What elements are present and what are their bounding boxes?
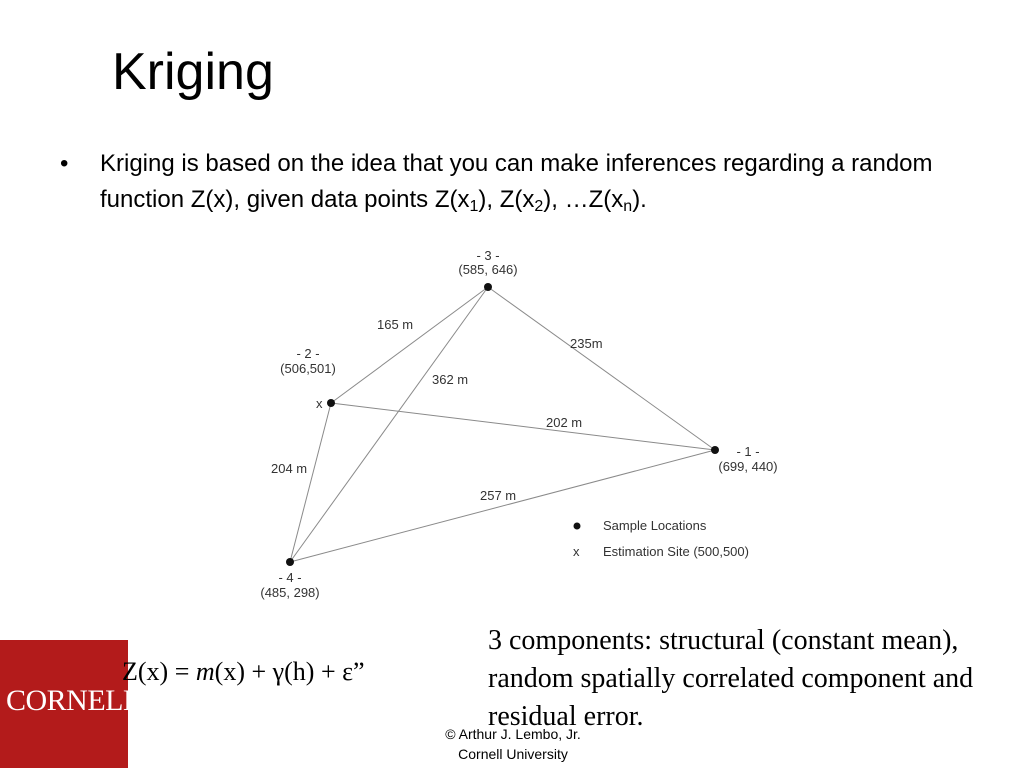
estimation-point-2 [327, 399, 335, 407]
kriging-formula: Z(x) = m(x) + γ(h) + ε” [122, 657, 365, 687]
bullet-marker: • [60, 150, 69, 177]
sample-point-3 [484, 283, 492, 291]
line-3-1 [487, 286, 716, 451]
copyright-line-1: © Arthur J. Lembo, Jr. [445, 726, 581, 742]
point-2-coords: (506,501) [280, 361, 336, 376]
bullet-text-part: Kriging is based on the idea that you ca… [100, 150, 933, 213]
distance-lines [289, 286, 716, 563]
slide-title: Kriging [112, 43, 274, 101]
bullet-text: Kriging is based on the idea that you ca… [100, 146, 960, 218]
point-2-name: - 2 - [296, 346, 319, 361]
point-1-coords: (699, 440) [718, 459, 777, 474]
estimation-marker: x [316, 396, 323, 411]
distance-label-3-1: 235m [570, 336, 603, 351]
sample-point-1 [711, 446, 719, 454]
point-4-coords: (485, 298) [260, 585, 319, 600]
subscript-n: n [623, 198, 633, 215]
subscript-1: 1 [469, 198, 479, 215]
logo-text: CORNELL [6, 684, 141, 717]
diagram-legend: Sample Locations x Estimation Site (500,… [573, 518, 749, 559]
line-2-3 [330, 286, 489, 404]
components-description: 3 components: structural (constant mean)… [488, 625, 974, 732]
legend-estimation-symbol: x [573, 544, 580, 559]
legend-sample-label: Sample Locations [603, 518, 707, 533]
point-3-name: - 3 - [476, 248, 499, 263]
distance-label-2-1: 202 m [546, 415, 582, 430]
formula-mean-symbol: m [195, 657, 215, 686]
point-3-coords: (585, 646) [458, 262, 517, 277]
line-4-1 [289, 449, 716, 563]
bullet-text-part: ), Z(x [478, 186, 535, 213]
cornell-logo: CORNELL [0, 640, 141, 768]
distance-label-2-4: 204 m [271, 461, 307, 476]
legend-estimation-label: Estimation Site (500,500) [603, 544, 749, 559]
kriging-diagram: - 3 - (585, 646) - 2 - (506,501) x - 1 -… [260, 248, 777, 600]
distance-label-3-4: 362 m [432, 372, 468, 387]
point-1-name: - 1 - [736, 444, 759, 459]
copyright-line-2: Cornell University [458, 746, 568, 762]
legend-sample-symbol [573, 522, 581, 530]
distance-label-2-3: 165 m [377, 317, 413, 332]
line-2-4 [289, 402, 332, 563]
sample-point-4 [286, 558, 294, 566]
point-4-name: - 4 - [278, 570, 301, 585]
line-3-4 [289, 286, 489, 563]
bullet-text-part: ). [632, 186, 647, 213]
subscript-2: 2 [534, 198, 544, 215]
distance-label-4-1: 257 m [480, 488, 516, 503]
bullet-text-part: ), …Z(x [543, 186, 624, 213]
formula-part: (x) + γ(h) + ε” [214, 657, 365, 686]
copyright-footer: © Arthur J. Lembo, Jr. Cornell Universit… [418, 724, 608, 764]
formula-part: Z(x) = [122, 657, 196, 686]
line-2-1 [330, 402, 716, 451]
